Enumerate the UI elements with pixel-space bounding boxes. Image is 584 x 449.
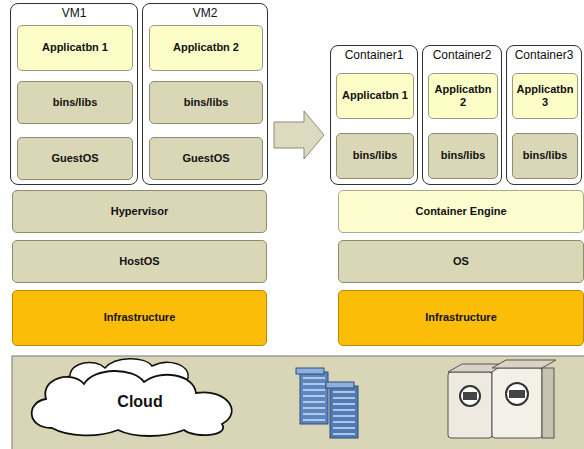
outer-box: Container1Applicatbn 1 bins/libs [330, 45, 418, 185]
box-heading: VM2 [190, 4, 221, 20]
box-label: bins/libs [520, 149, 571, 162]
layer-box: Hypervisor [12, 190, 267, 233]
box-label: Infrastructure [101, 311, 179, 324]
application-box: Applicatbn 3 [512, 73, 578, 119]
box-label: Cloud [114, 392, 165, 411]
box-heading: VM1 [59, 4, 90, 20]
rack-servers [296, 368, 358, 438]
outer-box: VM2Applicatbn 2 bins/libsGuestOS [142, 3, 268, 185]
box-label: Infrastructure [422, 311, 500, 324]
box-label: GuestOS [48, 152, 101, 165]
outer-box: VM1Applicatbn 1 bins/libsGuestOS [10, 3, 138, 185]
cloud-shape: Cloud [22, 366, 258, 438]
application-box: Applicatbn 2 [428, 73, 498, 119]
box-heading: Container3 [512, 46, 577, 62]
box-label: Applicatbn 2 [429, 83, 497, 109]
box-label: bins/libs [181, 96, 232, 109]
box-label: Applicatbn 2 [170, 41, 242, 54]
box-label: HostOS [116, 255, 162, 268]
layer-box: bins/libs [428, 133, 498, 179]
box-label: Container Engine [412, 205, 509, 218]
box-label: Applicatbn 1 [339, 89, 411, 102]
layer-box: GuestOS [17, 137, 133, 180]
engine-box: Container Engine [338, 190, 584, 233]
infrastructure-box: Infrastructure [338, 290, 584, 346]
application-box: Applicatbn 1 [336, 73, 414, 119]
tower-servers [448, 360, 556, 438]
layer-box: OS [338, 240, 584, 283]
application-box: Applicatbn 1 [17, 25, 133, 71]
box-label: OS [450, 255, 472, 268]
application-box: Applicatbn 2 [149, 25, 263, 71]
layer-box: bins/libs [512, 133, 578, 179]
layer-box: bins/libs [17, 81, 133, 124]
box-label: Hypervisor [108, 205, 171, 218]
box-label: bins/libs [438, 149, 489, 162]
layer-box: bins/libs [149, 81, 263, 124]
layer-box: bins/libs [336, 133, 414, 179]
outer-box: Container3Applicatbn 3 bins/libs [506, 45, 582, 185]
box-label: Applicatbn 3 [513, 83, 577, 109]
box-label: bins/libs [50, 96, 101, 109]
layer-box: HostOS [12, 240, 267, 283]
box-label: bins/libs [350, 149, 401, 162]
box-heading: Container1 [342, 46, 407, 62]
bottom-band [12, 356, 584, 449]
layer-box: GuestOS [149, 137, 263, 180]
outer-box: Container2Applicatbn 2 bins/libs [422, 45, 502, 185]
transition-arrow [274, 111, 324, 159]
infrastructure-box: Infrastructure [12, 290, 267, 346]
box-label: GuestOS [179, 152, 232, 165]
box-heading: Container2 [430, 46, 495, 62]
box-label: Applicatbn 1 [39, 41, 111, 54]
